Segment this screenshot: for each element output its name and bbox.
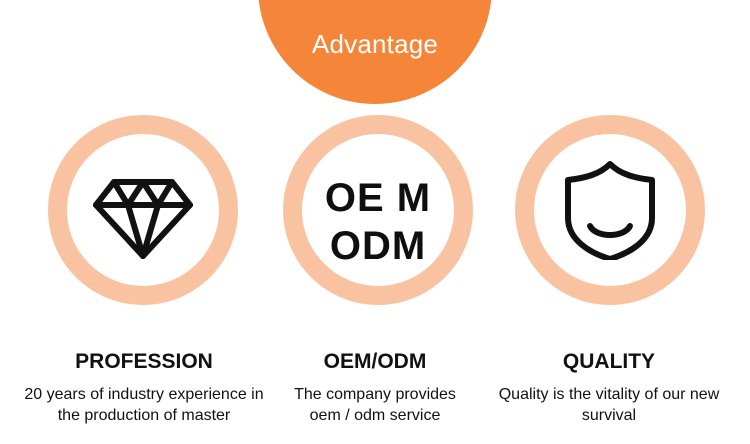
feature-description: The company provides oem / odm service [250,384,500,426]
oem-icon-text: OE M [324,176,432,220]
quality-feature: QUALITY Quality is the vitality of our n… [484,348,734,426]
feature-description: 20 years of industry experience in the p… [19,384,269,426]
profession-feature: PROFESSION 20 years of industry experien… [19,348,269,426]
oem-odm-feature: OEM/ODM The company provides oem / odm s… [250,348,500,426]
feature-description-line: survival [581,407,637,424]
feature-description-line: The company provides [294,386,456,403]
feature-description-line: Quality is the vitality of our new [498,386,720,403]
advantage-title: Advantage [311,29,439,59]
oem-odm-ring: OE M ODM [283,115,473,305]
feature-title: OEM/ODM [323,350,427,373]
feature-description-line: 20 years of industry experience in [24,386,264,403]
profession-ring [48,115,238,305]
feature-description-line: the production of master [57,407,231,424]
diamond-icon [93,179,193,259]
feature-title: PROFESSION [75,350,213,373]
feature-description-line: oem / odm service [309,407,441,424]
quality-ring [515,115,705,305]
feature-description: Quality is the vitality of our new survi… [484,384,734,426]
odm-icon-text: ODM [329,224,427,268]
shield-icon [565,161,655,260]
feature-title: QUALITY [562,350,656,373]
